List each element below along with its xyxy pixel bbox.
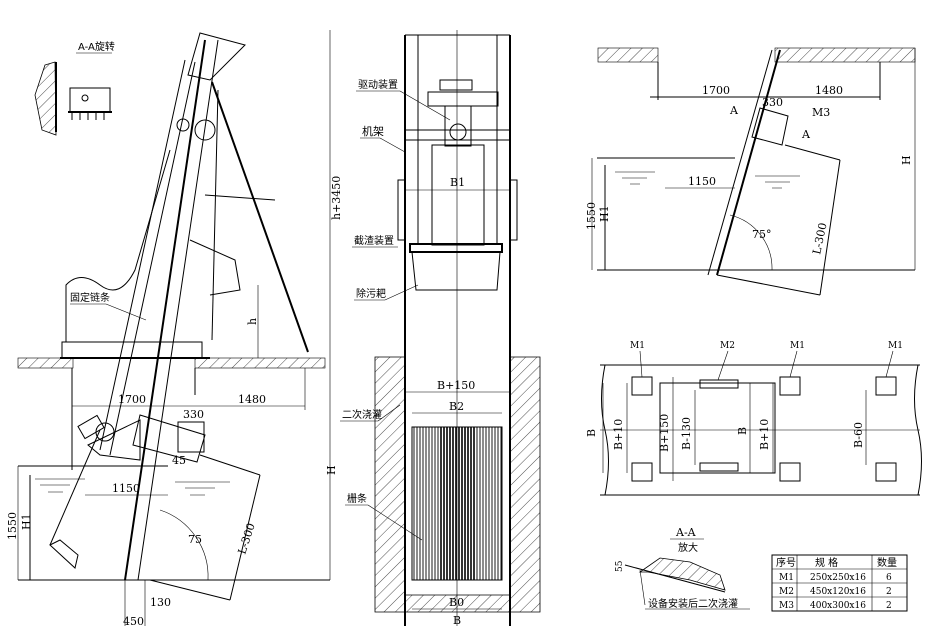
detail-aa: A-A 放大 55 设备安装后二次浇灌 (615, 526, 750, 610)
dim-45: 45 (172, 454, 186, 467)
dim-H: H (325, 465, 338, 475)
plate-label-M1a: M1 (630, 341, 645, 351)
plate-label-M2: M2 (720, 341, 735, 351)
dim-1150: 1150 (112, 482, 140, 495)
plate-label-M1c: M1 (888, 341, 903, 351)
dim-1700: 1700 (118, 393, 146, 406)
label-drive: 驱动装置 (358, 78, 398, 91)
front-view: B1 B+150 B2 B0 B 驱动装置 机架 截渣装置 除污耙 二次浇灌 栅… (340, 30, 541, 626)
detail-aa-subtitle: 放大 (678, 541, 698, 554)
plan-dim-Bm: B (736, 427, 749, 435)
dim-B: B (453, 614, 461, 626)
table-row: M2 450x120x16 2 (779, 587, 892, 597)
install-dim-1150: 1150 (688, 175, 716, 188)
parts-table: 序号 规 格 数量 M1 250x250x16 6 M2 450x120x16 … (771, 554, 908, 612)
table-cell: 450x120x16 (810, 587, 866, 597)
table-cell: 2 (886, 601, 892, 611)
dim-L: L-300 (235, 521, 257, 555)
table-cell: 400x300x16 (810, 601, 866, 611)
table-header-no: 序号 (776, 556, 796, 569)
install-label-M3: M3 (812, 106, 830, 119)
dim-B150: B+150 (437, 379, 475, 392)
label-rake: 除污耙 (356, 287, 386, 300)
plan-dim-B150: B+150 (658, 414, 671, 452)
detail-aa-dim: 55 (615, 560, 625, 572)
dim-130: 130 (150, 596, 171, 609)
table-row: M1 250x250x16 6 (779, 573, 892, 583)
label-fixed-chain: 固定链条 (70, 291, 110, 304)
dim-1550: 1550 (6, 512, 19, 540)
dim-h-total: h+3450 (330, 176, 343, 220)
install-dim-1700: 1700 (702, 84, 730, 97)
label-bars: 栅条 (347, 492, 367, 505)
aa-rotation-detail: A-A旋转 (34, 40, 115, 136)
table-row: M3 400x300x16 2 (779, 601, 892, 611)
plan-dim-B10b: B+10 (758, 419, 771, 450)
install-view: 1700 1480 330 M3 A A 1150 1550 H1 H 75° … (585, 47, 916, 296)
table-cell: 2 (886, 587, 892, 597)
install-dim-H1: H1 (598, 205, 611, 222)
dim-330: 330 (183, 408, 204, 421)
dim-H1: H1 (20, 513, 33, 530)
label-frame: 机架 (362, 124, 384, 138)
label-grout: 二次浇灌 (342, 408, 382, 421)
plan-view: M1 M2 M1 M1 B B+10 B+150 B-130 B B+10 B-… (585, 341, 922, 496)
install-dim-1550: 1550 (585, 202, 598, 230)
side-view: A-A旋转 (6, 30, 343, 626)
dim-h: h (246, 318, 259, 325)
table-header-qty: 数量 (877, 556, 897, 569)
label-discharge: 截渣装置 (354, 234, 394, 247)
install-dim-H: H (900, 155, 913, 165)
dim-B1: B1 (450, 176, 465, 189)
install-label-A1: A (729, 104, 739, 117)
install-dim-330: 330 (762, 96, 783, 109)
install-label-A2: A (801, 128, 811, 141)
install-dim-1480: 1480 (815, 84, 843, 97)
dim-B0: B0 (449, 596, 464, 609)
table-header-spec: 规 格 (815, 556, 838, 569)
table-cell: M3 (779, 601, 794, 611)
dim-B2: B2 (449, 400, 464, 413)
dim-1480: 1480 (238, 393, 266, 406)
plan-dim-B130: B-130 (680, 417, 693, 450)
dim-angle: 75 (188, 533, 202, 546)
table-cell: 250x250x16 (810, 573, 866, 583)
plan-dim-B10a: B+10 (612, 419, 625, 450)
plate-label-M1b: M1 (790, 341, 805, 351)
detail-aa-note: 设备安装后二次浇灌 (648, 597, 738, 610)
table-cell: M2 (779, 587, 794, 597)
plan-dim-B60: B-60 (852, 422, 865, 448)
plan-dim-B: B (585, 429, 598, 437)
install-angle: 75° (752, 228, 772, 241)
detail-aa-title: A-A (675, 526, 697, 539)
detail-title: A-A旋转 (78, 40, 115, 53)
table-cell: M1 (779, 573, 794, 583)
screen-bars (413, 427, 502, 580)
table-cell: 6 (886, 573, 892, 583)
dim-450: 450 (123, 615, 144, 626)
